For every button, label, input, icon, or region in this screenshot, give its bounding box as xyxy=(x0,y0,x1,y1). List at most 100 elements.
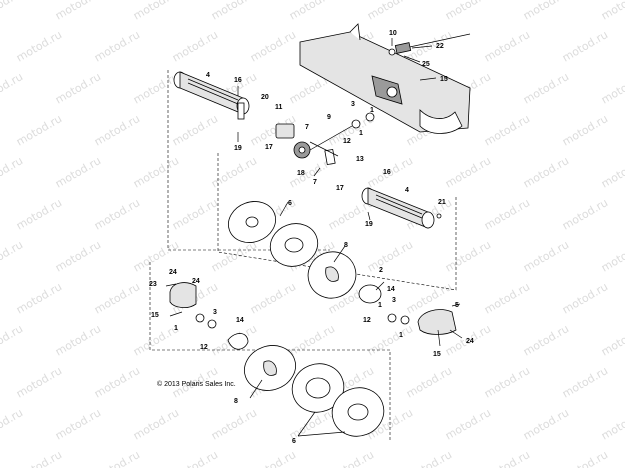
callout-17: 17 xyxy=(336,185,344,192)
gearbox-center xyxy=(275,112,375,166)
watermark-text: motod.ru xyxy=(248,280,298,316)
callout-12: 12 xyxy=(343,138,351,145)
watermark-text: motod.ru xyxy=(560,196,610,232)
watermark-text: motod.ru xyxy=(443,0,493,23)
watermark-text: motod.ru xyxy=(560,280,610,316)
watermark-text: motod.ru xyxy=(287,0,337,23)
watermark-text: motod.ru xyxy=(14,448,64,468)
watermark-text: motod.ru xyxy=(0,238,25,274)
callout-1: 1 xyxy=(359,130,363,137)
callout-10: 10 xyxy=(389,30,397,37)
watermark-text: motod.ru xyxy=(521,322,571,358)
callout-1: 1 xyxy=(174,325,178,332)
watermark-text: motod.ru xyxy=(599,154,625,190)
frame-crossmember xyxy=(299,23,471,134)
watermark-text: motod.ru xyxy=(248,28,298,64)
watermark-text: motod.ru xyxy=(443,238,493,274)
callout-8: 8 xyxy=(344,242,348,249)
watermark-text: motod.ru xyxy=(14,112,64,148)
callout-6: 6 xyxy=(292,438,296,445)
callout-13: 13 xyxy=(356,156,364,163)
copyright-notice: © 2013 Polaris Sales Inc. xyxy=(157,380,236,388)
roller-lower-right xyxy=(361,187,442,229)
callout-4: 4 xyxy=(405,187,409,194)
callout-7: 7 xyxy=(305,124,309,131)
hub-right xyxy=(387,309,457,335)
callout-1: 1 xyxy=(378,302,382,309)
watermark-text: motod.ru xyxy=(131,154,181,190)
watermark-text: motod.ru xyxy=(0,406,25,442)
watermark-text: motod.ru xyxy=(560,448,610,468)
watermark-text: motod.ru xyxy=(482,448,532,468)
watermark-text: motod.ru xyxy=(131,0,181,23)
callout-3: 3 xyxy=(351,101,355,108)
callout-21: 21 xyxy=(438,199,446,206)
watermark-text: motod.ru xyxy=(170,196,220,232)
callout-2: 2 xyxy=(379,267,383,274)
watermark-text: motod.ru xyxy=(482,112,532,148)
watermark-text: motod.ru xyxy=(53,238,103,274)
watermark-text: motod.ru xyxy=(0,154,25,190)
roller-upper-left xyxy=(173,71,250,120)
watermark-text: motod.ru xyxy=(482,28,532,64)
callout-12: 12 xyxy=(200,344,208,351)
watermark-text: motod.ru xyxy=(14,28,64,64)
watermark-text: motod.ru xyxy=(443,406,493,442)
watermark-text: motod.ru xyxy=(0,70,25,106)
callout-24: 24 xyxy=(169,269,177,276)
callout-1: 1 xyxy=(370,107,374,114)
watermark-text: motod.ru xyxy=(365,0,415,23)
callout-16: 16 xyxy=(234,77,242,84)
callout-25: 25 xyxy=(422,61,430,68)
watermark-text: motod.ru xyxy=(92,448,142,468)
callout-24: 24 xyxy=(192,278,200,285)
watermark-text: motod.ru xyxy=(92,28,142,64)
watermark-text: motod.ru xyxy=(443,154,493,190)
callout-8: 8 xyxy=(234,398,238,405)
callout-20: 20 xyxy=(261,94,269,101)
callout-22: 22 xyxy=(436,43,444,50)
watermark-text: motod.ru xyxy=(521,0,571,23)
watermark-text: motod.ru xyxy=(521,70,571,106)
watermark-text: motod.ru xyxy=(404,448,454,468)
watermark-text: motod.ru xyxy=(599,406,625,442)
watermark-text: motod.ru xyxy=(209,154,259,190)
disks-lower xyxy=(244,345,385,437)
watermark-text: motod.ru xyxy=(521,406,571,442)
watermark-text: motod.ru xyxy=(14,196,64,232)
callout-3: 3 xyxy=(392,297,396,304)
watermark-text: motod.ru xyxy=(14,364,64,400)
watermark-text: motod.ru xyxy=(521,238,571,274)
leader-lines xyxy=(165,38,463,437)
watermark-text: motod.ru xyxy=(560,112,610,148)
hub-left xyxy=(169,282,249,350)
watermark-text: motod.ru xyxy=(482,364,532,400)
watermark-text: motod.ru xyxy=(482,280,532,316)
watermark-text: motod.ru xyxy=(170,448,220,468)
callout-3: 3 xyxy=(213,309,217,316)
watermark-text: motod.ru xyxy=(53,154,103,190)
watermark-text: motod.ru xyxy=(0,0,25,23)
callout-14: 14 xyxy=(236,317,244,324)
callout-16: 16 xyxy=(383,169,391,176)
watermark-text: motod.ru xyxy=(560,364,610,400)
watermark-text: motod.ru xyxy=(248,448,298,468)
watermark-text: motod.ru xyxy=(92,196,142,232)
watermark-text: motod.ru xyxy=(599,238,625,274)
watermark-text: motod.ru xyxy=(209,238,259,274)
callout-14: 14 xyxy=(387,286,395,293)
watermark-text: motod.ru xyxy=(209,406,259,442)
watermark-text: motod.ru xyxy=(170,28,220,64)
callout-9: 9 xyxy=(327,114,331,121)
watermark-text: motod.ru xyxy=(14,280,64,316)
callout-15: 15 xyxy=(433,351,441,358)
output-shaft xyxy=(388,33,471,56)
callout-18: 18 xyxy=(297,170,305,177)
watermark-text: motod.ru xyxy=(170,112,220,148)
watermark-text: motod.ru xyxy=(92,112,142,148)
watermark-text: motod.ru xyxy=(599,322,625,358)
watermark-text: motod.ru xyxy=(131,70,181,106)
watermark-text: motod.ru xyxy=(0,322,25,358)
watermark-text: motod.ru xyxy=(560,28,610,64)
